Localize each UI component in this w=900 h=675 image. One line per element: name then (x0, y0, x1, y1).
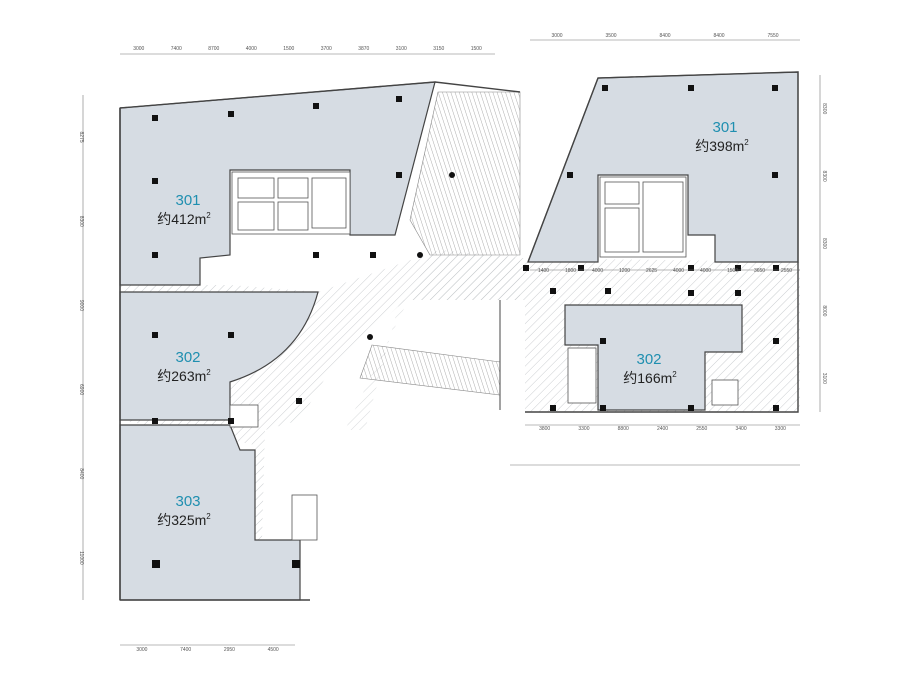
dimension-label: 3870 (358, 46, 369, 52)
dimension-label: 11000 (78, 551, 84, 565)
diagonal-ramp (345, 255, 520, 430)
dimension-label: 3500 (605, 33, 616, 39)
dimension-label: 3300 (578, 426, 589, 432)
dimension-label: 4500 (268, 647, 279, 653)
dimension-label: 3000 (551, 33, 562, 39)
dimension-label: 8275 (78, 132, 84, 143)
dimension-label: 1400 (538, 268, 549, 274)
dimension-label: 1500 (727, 268, 738, 274)
dimension-label: 2550 (696, 426, 707, 432)
dimension-label: 2625 (646, 268, 657, 274)
dimension-label: 4000 (592, 268, 603, 274)
dimension-label: 8400 (713, 33, 724, 39)
dimension-label: 3700 (321, 46, 332, 52)
unit-e302 (564, 304, 743, 411)
west-outer-wall (119, 81, 521, 109)
unit-label-e302: 302 约166m2 (623, 351, 677, 386)
dimension-label: 2550 (781, 268, 792, 274)
dimension-label: 8300 (821, 238, 827, 249)
dimension-label: 7400 (171, 46, 182, 52)
dimension-label: 4000 (700, 268, 711, 274)
dimension-label: 3800 (539, 426, 550, 432)
dimension-label: 8400 (659, 33, 670, 39)
unit-w302 (119, 291, 319, 421)
dimension-label: 1800 (565, 268, 576, 274)
east-outer-wall (525, 71, 799, 413)
dimension-label: 3100 (821, 373, 827, 384)
unit-number: 302 (175, 349, 200, 366)
dimension-label: 1200 (619, 268, 630, 274)
dimension-label: 7550 (767, 33, 778, 39)
dimension-label: 3100 (396, 46, 407, 52)
dimension-label: 4000 (246, 46, 257, 52)
unit-area: 约325m2 (157, 512, 211, 528)
west-building (119, 81, 521, 601)
dimension-label: 8300 (821, 171, 827, 182)
unit-area: 约166m2 (623, 370, 677, 386)
dimension-label: 8300 (78, 216, 84, 227)
stair-ramp-upper (409, 91, 521, 256)
dimension-label: 2950 (224, 647, 235, 653)
unit-area: 约263m2 (157, 368, 211, 384)
unit-area: 约398m2 (695, 138, 749, 154)
dimension-label: 3150 (433, 46, 444, 52)
unit-label-e301: 301 约398m2 (695, 119, 749, 154)
dimension-label: 8700 (208, 46, 219, 52)
dimension-label: 4000 (673, 268, 684, 274)
dimension-label: 3000 (133, 46, 144, 52)
dimension-label: 2400 (657, 426, 668, 432)
dimension-label: 7400 (180, 647, 191, 653)
dimension-label: 3300 (775, 426, 786, 432)
unit-number: 301 (712, 119, 737, 136)
unit-number: 303 (175, 493, 200, 510)
dimension-label: 1500 (471, 46, 482, 52)
dimension-label: 9000 (78, 300, 84, 311)
unit-area: 约412m2 (157, 211, 211, 227)
dimension-label: 8300 (821, 103, 827, 114)
east-columns (523, 85, 779, 411)
dimension-label: 3650 (754, 268, 765, 274)
unit-label-w302: 302 约263m2 (157, 349, 211, 384)
dimension-label: 8800 (618, 426, 629, 432)
dimension-label: 3400 (736, 426, 747, 432)
unit-label-w301: 301 约412m2 (157, 192, 211, 227)
dimension-label: 8000 (821, 305, 827, 316)
dimension-labels: 3000 7400 8700 4000 1500 3700 3870 3100 3150 1500… (78, 33, 827, 653)
west-core (229, 171, 351, 541)
dimension-label: 3000 (136, 647, 147, 653)
dimension-label: 8400 (78, 468, 84, 479)
west-columns (152, 96, 455, 568)
dimension-label: 1500 (283, 46, 294, 52)
dimension-lines (82, 39, 821, 646)
unit-label-w303: 303 约325m2 (157, 493, 211, 528)
dimension-label: 6900 (78, 384, 84, 395)
unit-w301 (119, 81, 436, 286)
east-building (499, 71, 800, 413)
unit-number: 302 (636, 351, 661, 368)
east-core (567, 176, 739, 406)
stair-ramp-lower (359, 344, 501, 396)
unit-number: 301 (175, 192, 200, 209)
